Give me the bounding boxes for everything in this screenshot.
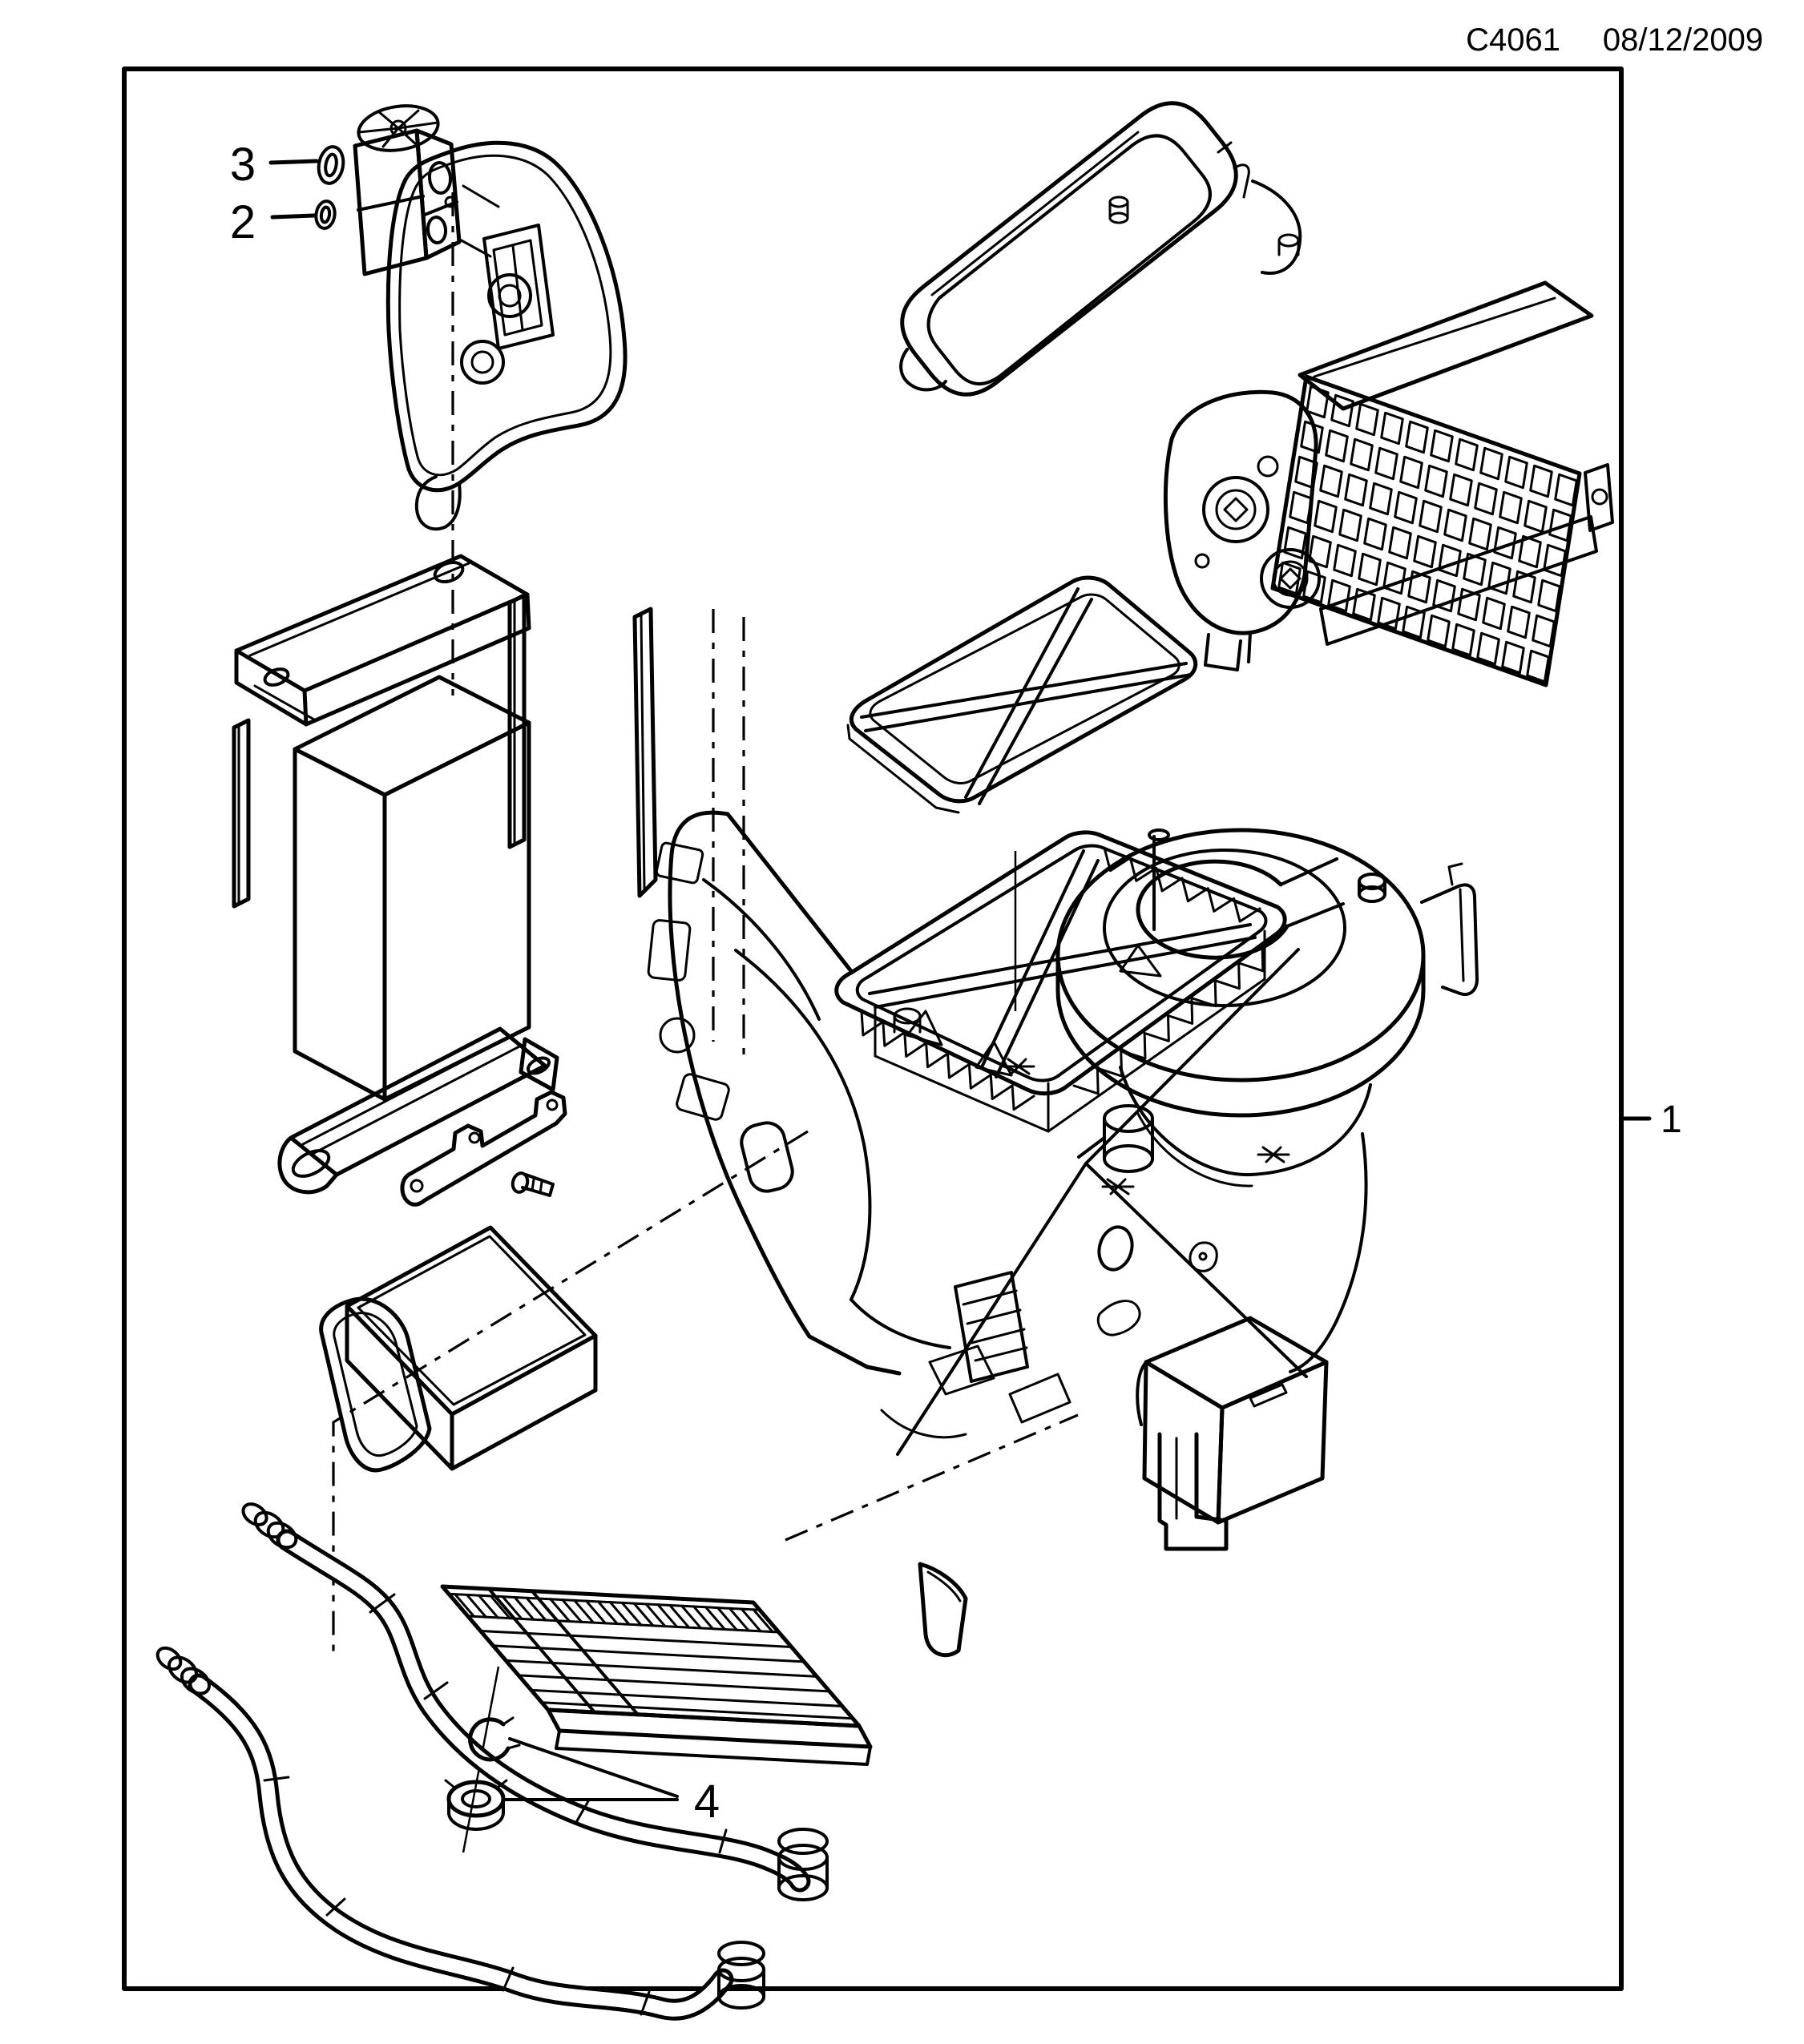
callout-2-label: 2 [230, 196, 256, 248]
housing-outlet-duct [1136, 1316, 1329, 1525]
doc-date: 08/12/2009 [1603, 22, 1763, 58]
doc-code: C4061 [1466, 22, 1560, 58]
pipe-ferrule-upper [241, 1502, 298, 1550]
lower-channel-bracket [277, 1026, 559, 1195]
evaporator-core [293, 675, 531, 1102]
pipe-elbow-upper [777, 1828, 829, 1901]
hvac-housing [647, 810, 1479, 1551]
filter-tray [345, 1225, 598, 1471]
filter-seal-gasket [319, 1296, 432, 1473]
pipe-seal-grommet [444, 1779, 508, 1831]
heater-core-fins [447, 1592, 854, 1720]
expansion-valve [353, 104, 500, 276]
o-ring-3 [317, 145, 345, 185]
electric-ptc-heater [1163, 280, 1614, 687]
screw [511, 1171, 555, 1197]
figure-border [122, 67, 1624, 1991]
o-ring-2 [314, 200, 337, 230]
pipe-elbow-lower [717, 1941, 765, 2010]
callout-3-label: 3 [230, 139, 256, 191]
callout-2: 2 [230, 196, 317, 248]
callout-4: 4 [503, 1737, 720, 1828]
pipe-seal-clip [468, 1716, 521, 1762]
valve-mounting-plate [385, 140, 628, 531]
retainer-bracket [400, 1090, 567, 1207]
evaporator-side-strip-left [232, 718, 251, 909]
callout-3: 3 [230, 139, 319, 191]
callout-3-leader [268, 159, 319, 165]
evaporator-side-strip-outer [632, 607, 658, 898]
housing-leg [1157, 1432, 1229, 1551]
callout-4-label: 4 [694, 1776, 720, 1828]
callout-2-leader [270, 213, 317, 220]
drain-wedge [918, 1562, 968, 1658]
evaporator-top-cover [234, 554, 531, 727]
callout-1-label: 1 [1661, 1099, 1682, 1141]
callout-4-leader [503, 1737, 679, 1801]
housing-seal-teeth [860, 846, 1265, 1111]
heater-pipes [155, 1502, 829, 2021]
upper-air-duct-cover [899, 101, 1302, 397]
evaporator-side-strip-right [507, 593, 527, 849]
blower-housing [1055, 828, 1479, 1187]
heater-core [440, 1584, 873, 1766]
ptc-heater-grid [1277, 385, 1578, 683]
inlet-seal-frame [846, 575, 1198, 814]
pipe-ferrule-lower [155, 1646, 211, 1695]
callout-1: 1 [1619, 1099, 1682, 1141]
